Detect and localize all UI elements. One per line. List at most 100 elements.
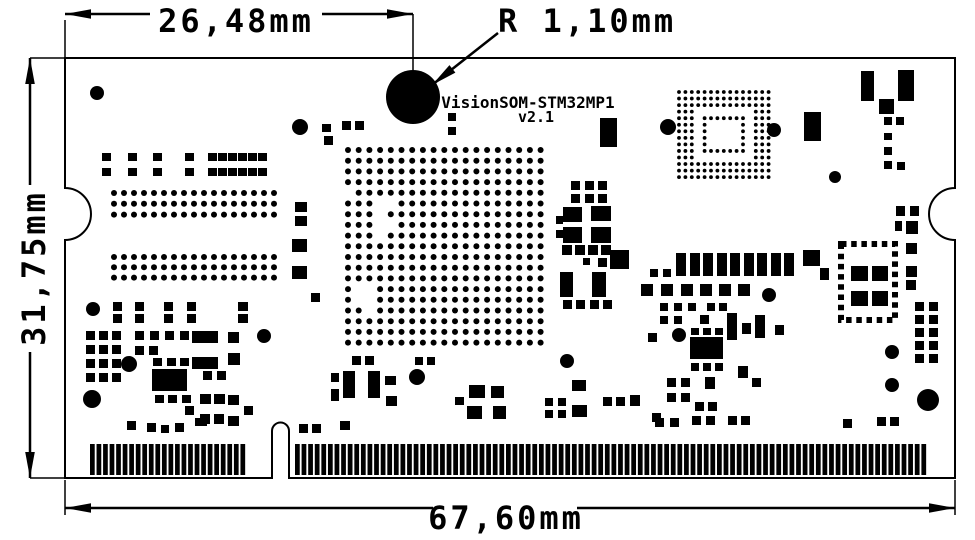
via-dot bbox=[241, 200, 247, 207]
via-dot bbox=[409, 221, 416, 228]
via-dot bbox=[709, 149, 713, 153]
pad bbox=[571, 181, 580, 190]
via-dot bbox=[419, 189, 426, 196]
via-dot bbox=[271, 200, 277, 207]
edge-finger bbox=[769, 444, 775, 475]
hole bbox=[409, 369, 425, 385]
edge-finger bbox=[815, 444, 821, 475]
pad bbox=[238, 168, 247, 176]
pad bbox=[187, 314, 196, 323]
pad bbox=[180, 331, 189, 340]
via-dot bbox=[753, 135, 758, 140]
edge-finger bbox=[717, 444, 722, 475]
hole bbox=[257, 329, 271, 343]
pad bbox=[563, 300, 572, 309]
pad bbox=[86, 331, 95, 340]
via-dot bbox=[741, 175, 745, 180]
board-version: v2.1 bbox=[518, 108, 554, 126]
via-dot bbox=[430, 275, 437, 282]
pad bbox=[851, 266, 868, 281]
via-dot bbox=[171, 274, 177, 281]
via-dot bbox=[409, 232, 416, 239]
via-dot bbox=[760, 103, 765, 107]
edge-finger bbox=[473, 444, 478, 475]
pad bbox=[558, 410, 566, 418]
pad bbox=[128, 153, 137, 161]
pad bbox=[208, 153, 217, 161]
via-dot bbox=[702, 103, 707, 107]
pad bbox=[741, 416, 750, 425]
via-dot bbox=[366, 147, 373, 153]
via-dot bbox=[345, 211, 351, 218]
via-dot bbox=[473, 232, 480, 239]
via-dot bbox=[494, 318, 501, 325]
edge-finger bbox=[578, 444, 584, 475]
via-dot bbox=[526, 189, 533, 196]
edge-finger bbox=[598, 444, 604, 475]
edge-finger bbox=[426, 444, 432, 475]
via-dot bbox=[683, 175, 688, 180]
pad bbox=[851, 291, 868, 306]
edge-finger bbox=[782, 444, 788, 475]
via-dot bbox=[734, 175, 739, 180]
edge-finger bbox=[374, 444, 379, 475]
via-dot bbox=[398, 318, 405, 325]
via-dot bbox=[441, 339, 448, 346]
via-dot bbox=[683, 96, 688, 101]
via-dot bbox=[131, 274, 137, 281]
via-dot bbox=[677, 155, 681, 160]
via-dot bbox=[537, 254, 544, 260]
via-dot bbox=[494, 157, 501, 164]
edge-finger bbox=[142, 444, 148, 475]
via-dot bbox=[537, 200, 544, 207]
via-dot bbox=[121, 211, 127, 218]
via-dot bbox=[181, 211, 187, 218]
via-dot bbox=[452, 243, 458, 250]
edge-finger bbox=[875, 444, 880, 475]
pad bbox=[706, 416, 715, 425]
pad bbox=[149, 346, 158, 355]
pad bbox=[312, 424, 321, 433]
pad bbox=[884, 133, 892, 140]
pad bbox=[572, 380, 586, 391]
pad bbox=[703, 253, 713, 276]
via-dot bbox=[741, 162, 745, 166]
pad bbox=[203, 371, 212, 380]
pad bbox=[872, 266, 888, 281]
pad bbox=[715, 363, 723, 371]
pad bbox=[598, 181, 607, 190]
via-dot bbox=[516, 243, 523, 250]
pad bbox=[929, 315, 938, 324]
via-dot bbox=[355, 275, 362, 282]
via-dot bbox=[677, 96, 681, 101]
pad bbox=[112, 331, 121, 340]
via-dot bbox=[419, 243, 426, 250]
via-dot bbox=[241, 274, 247, 281]
via-dot bbox=[721, 175, 726, 180]
via-dot bbox=[526, 147, 533, 153]
pad bbox=[562, 245, 572, 255]
via-dot bbox=[121, 190, 127, 196]
via-dot bbox=[111, 264, 117, 271]
pad bbox=[355, 121, 364, 130]
pad bbox=[415, 357, 423, 365]
via-dot bbox=[505, 275, 512, 282]
pad bbox=[648, 333, 657, 342]
pad bbox=[674, 303, 682, 311]
via-dot bbox=[677, 103, 681, 107]
via-dot bbox=[419, 318, 426, 325]
via-dot bbox=[766, 122, 771, 127]
via-dot bbox=[766, 116, 771, 121]
via-dot bbox=[345, 221, 351, 228]
via-dot bbox=[111, 254, 117, 260]
pad bbox=[99, 373, 108, 382]
pad bbox=[135, 314, 144, 323]
via-dot bbox=[473, 179, 480, 186]
edge-finger bbox=[122, 444, 128, 475]
pad bbox=[877, 417, 886, 426]
pad bbox=[295, 202, 307, 212]
pad bbox=[153, 168, 162, 176]
via-dot bbox=[345, 179, 351, 186]
dim-bottom-label: 67,60mm bbox=[428, 499, 584, 537]
pad bbox=[153, 153, 162, 161]
